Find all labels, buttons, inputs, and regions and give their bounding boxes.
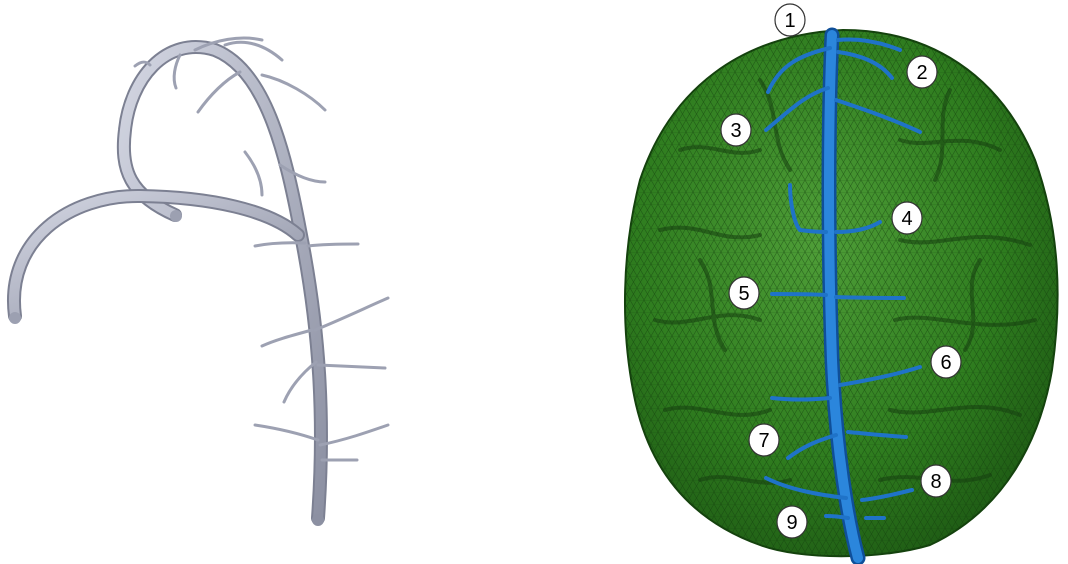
vessel-label-4: 4 [892,202,922,234]
left-arch [14,196,298,316]
vessel-label-1: 1 [775,4,805,36]
vessel-label-8: 8 [921,465,951,497]
main-trunk [124,47,321,518]
label-number: 9 [786,512,797,534]
vessel-label-2: 2 [907,56,937,88]
vessel-label-5: 5 [729,277,759,309]
vessel-tree [9,38,388,526]
label-number: 2 [916,62,927,84]
label-number: 7 [758,430,769,452]
vessel-stubs [9,210,324,526]
label-number: 1 [784,10,795,32]
vessel-label-9: 9 [777,506,807,538]
vessel-label-7: 7 [749,424,779,456]
label-number: 6 [940,352,951,374]
label-number: 8 [930,471,941,493]
vessel-label-3: 3 [721,114,751,146]
label-number: 4 [901,208,912,230]
label-number: 3 [730,120,741,142]
label-number: 5 [738,283,749,305]
vessel-label-6: 6 [931,346,961,378]
